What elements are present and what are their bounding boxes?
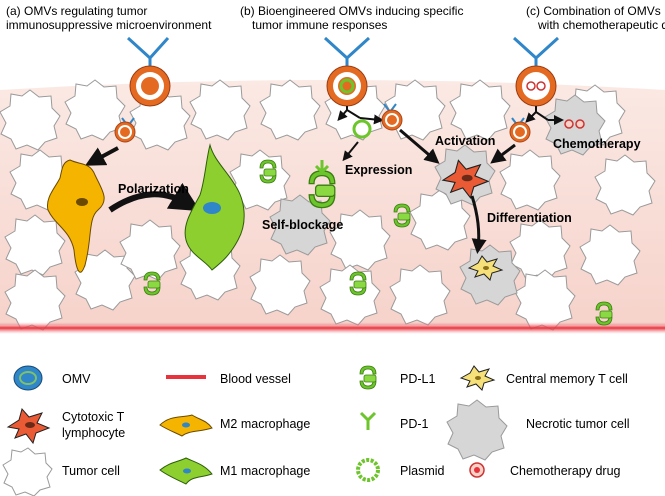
panel-a-small-omv <box>114 117 136 143</box>
blood-vessel <box>0 322 665 334</box>
panel-c-omv <box>512 36 560 107</box>
legend-cmt-label: Central memory T cell <box>506 372 628 386</box>
panel-b-title-2: tumor immune responses <box>252 18 387 32</box>
chemotherapy-label: Chemotherapy <box>553 137 641 151</box>
arrow-to-expression <box>342 141 359 162</box>
panel-a-omv <box>126 36 171 107</box>
pd1-receptor <box>314 160 330 175</box>
arrow-to-activation-c <box>490 143 516 164</box>
legend-plasmid-label: Plasmid <box>400 464 445 478</box>
differentiation-label: Differentiation <box>487 211 572 225</box>
legend-m1-icon <box>159 457 213 485</box>
legend-necrotic-label: Necrotic tumor cell <box>526 417 630 431</box>
legend-omv-label: OMV <box>62 372 91 386</box>
legend-necrotic-icon <box>446 399 508 461</box>
legend-blood-vessel-label: Blood vessel <box>220 372 291 386</box>
panel-c-small-omv <box>509 117 531 143</box>
panel-c-title-1: (c) Combination of OMVs <box>526 4 661 18</box>
legend-m1-label: M1 macrophage <box>220 464 310 478</box>
m1-macrophage-cell <box>184 143 245 271</box>
legend-chemo-drug-label: Chemotherapy drug <box>510 464 621 478</box>
panel-b-title-1: (b) Bioengineered OMVs inducing specific <box>240 4 463 18</box>
legend-cmt-icon <box>460 365 495 391</box>
legend-ctl-icon <box>7 408 50 444</box>
legend-ctl-label-2: lymphocyte <box>62 426 125 440</box>
legend-pd1-icon <box>359 411 377 430</box>
arrow-b-left <box>337 109 348 122</box>
arrow-to-activation-b <box>399 128 440 164</box>
polarization-arrow <box>108 182 201 213</box>
arrow-to-m2 <box>84 146 119 166</box>
panel-a-title-1: (a) OMVs regulating tumor <box>6 4 147 18</box>
legend-pdl1-label: PD-L1 <box>400 372 435 386</box>
legend-omv-icon <box>13 365 43 391</box>
legend-m2-icon <box>159 414 213 437</box>
panel-b-omv <box>323 36 371 107</box>
self-blockage-label: Self-blockage <box>262 218 343 232</box>
chemo-drug-particles <box>564 119 585 129</box>
legend-tumor-cell-icon <box>2 447 53 496</box>
legend-pdl1-icon <box>359 365 377 390</box>
panel-c-title-2: with chemotherapeutic drugs <box>537 18 665 32</box>
legend-blood-vessel-icon <box>166 375 206 379</box>
legend-ctl-label-1: Cytotoxic T <box>62 410 125 424</box>
legend: OMV Blood vessel PD-L1 Central memory T … <box>2 365 630 496</box>
activation-label: Activation <box>435 134 495 148</box>
arrow-b-right <box>359 114 384 125</box>
expression-label: Expression <box>345 163 412 177</box>
legend-plasmid-icon <box>356 458 380 482</box>
legend-m2-label: M2 macrophage <box>220 417 310 431</box>
differentiation-arrow <box>470 195 487 254</box>
m2-macrophage-cell <box>46 159 105 273</box>
panel-a-title-2: immunosuppressive microenvironment <box>6 18 212 32</box>
legend-chemo-drug-icon <box>469 462 485 478</box>
legend-tumor-cell-label: Tumor cell <box>62 464 120 478</box>
polarization-label: Polarization <box>118 182 189 196</box>
legend-pd1-label: PD-1 <box>400 417 429 431</box>
panel-b-small-omv <box>381 103 403 131</box>
plasmid-small <box>352 119 372 139</box>
arrow-c-left <box>525 111 537 123</box>
